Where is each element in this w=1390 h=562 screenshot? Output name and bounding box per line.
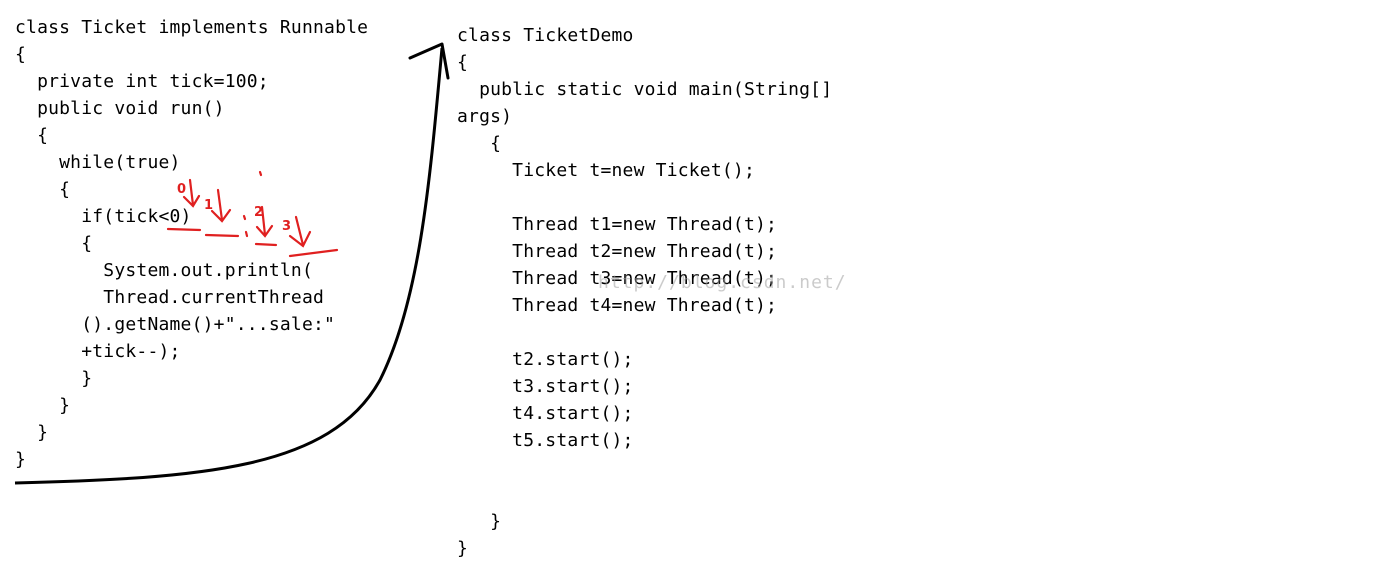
code-line: while(true) — [15, 152, 181, 173]
code-line: +tick--); — [15, 341, 181, 362]
code-line: t2.start(); — [457, 349, 634, 370]
watermark: http://blog.csdn.net/ — [598, 272, 847, 293]
connector-arrowhead-icon — [408, 42, 450, 80]
thread-number-2: 2 — [254, 205, 264, 220]
thread-number-1: 1 — [204, 198, 214, 213]
thread-number-3: 3 — [282, 219, 292, 234]
code-line: } — [15, 422, 49, 443]
code-line: { — [15, 179, 71, 200]
code-line: if(tick<0) — [15, 206, 192, 227]
code-line: args) — [457, 106, 513, 127]
code-line: } — [457, 511, 502, 532]
code-line: t4.start(); — [457, 403, 634, 424]
code-line: } — [15, 449, 27, 470]
code-line: public static void main(String[] — [457, 79, 833, 100]
code-line: t5.start(); — [457, 430, 634, 451]
ticket-demo-class-code: class TicketDemo { public static void mai… — [457, 22, 877, 559]
code-line: { — [457, 52, 469, 73]
code-line: public void run() — [15, 98, 225, 119]
code-line: class Ticket implements Runnable — [15, 17, 369, 38]
code-line: System.out.println( — [15, 260, 313, 281]
code-line: { — [15, 44, 27, 65]
code-line: private int tick=100; — [15, 71, 269, 92]
code-line: } — [15, 368, 93, 389]
code-line: Thread t1=new Thread(t); — [457, 214, 778, 235]
code-line: { — [457, 133, 502, 154]
code-line: Thread t4=new Thread(t); — [457, 295, 778, 316]
code-line: Thread t3=new Thread(t); — [457, 268, 778, 289]
code-line: } — [15, 395, 71, 416]
ticket-class-code: class Ticket implements Runnable { privat… — [15, 14, 395, 484]
code-line: ().getName()+"...sale:" — [15, 314, 336, 335]
code-line: { — [15, 233, 93, 254]
code-line: class TicketDemo — [457, 25, 634, 46]
code-line: Thread t2=new Thread(t); — [457, 241, 778, 262]
code-line: { — [15, 125, 49, 146]
code-line: Thread.currentThread — [15, 287, 325, 308]
thread-number-0: 0 — [177, 182, 187, 197]
code-line: Ticket t=new Ticket(); — [457, 160, 755, 181]
code-line: t3.start(); — [457, 376, 634, 397]
code-line: } — [457, 538, 469, 559]
